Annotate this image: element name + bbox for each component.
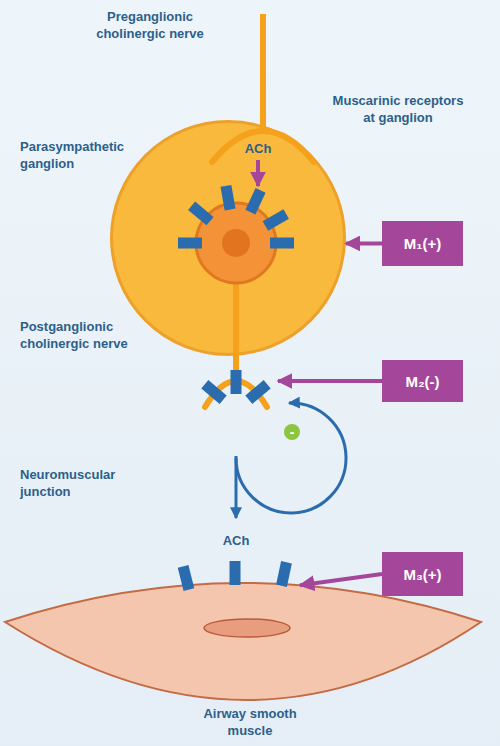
postganglionic-nerve xyxy=(233,250,239,383)
receptor-box: M₂(-) xyxy=(382,360,463,402)
ganglion-circle-outline xyxy=(110,120,346,356)
receptor-symbol xyxy=(276,561,292,587)
receptor-symbol xyxy=(230,561,241,585)
receptor-arrow xyxy=(300,574,382,585)
receptor-symbol xyxy=(188,201,213,225)
receptor-arrow xyxy=(346,242,382,246)
receptor-label: M₁(+) xyxy=(382,221,463,266)
nerve-terminal xyxy=(205,381,267,407)
ach-release-arrow xyxy=(235,456,238,518)
receptor-symbol xyxy=(245,380,270,404)
smooth-muscle-cell-outline xyxy=(5,578,483,703)
receptor-label: M₂(-) xyxy=(382,360,463,402)
receptor-symbol xyxy=(270,238,294,249)
junction-label: Neuromuscular junction xyxy=(20,466,140,500)
nerve-label: Postganglionic cholinergic nerve xyxy=(20,318,155,352)
preganglionic-nerve xyxy=(260,14,266,133)
ganglion-circle: Parasympathetic ganglionACh xyxy=(110,120,346,356)
node-heading: Parasympathetic ganglion xyxy=(20,138,145,172)
ach-release-arrow xyxy=(256,160,260,186)
receptor-symbol xyxy=(220,185,235,211)
nerve-label: Preganglionic cholinergic nerve xyxy=(80,8,220,42)
smooth-muscle-cell: Airway smooth muscle xyxy=(5,578,483,703)
inhibition-sign xyxy=(284,424,300,440)
receptor-arrow xyxy=(278,379,382,383)
node-heading: Airway smooth muscle xyxy=(190,705,310,739)
receptor-symbol xyxy=(201,380,226,404)
receptor-symbol xyxy=(178,565,194,591)
receptor-box: M₁(+) xyxy=(382,221,463,266)
ganglion-outline xyxy=(112,122,345,355)
receptor-box: M₃(+) xyxy=(382,552,463,596)
receptor-symbol xyxy=(245,188,265,214)
neuron-body xyxy=(196,203,276,283)
neuron-nucleus xyxy=(222,229,250,257)
transmitter-label: ACh xyxy=(233,140,283,157)
receptor-symbol xyxy=(263,209,289,231)
receptor-label: M₃(+) xyxy=(382,552,463,596)
sign-symbol: - xyxy=(284,424,300,440)
receptor-symbol xyxy=(231,370,242,394)
receptor-site-label: Muscarinic receptors at ganglion xyxy=(328,92,468,126)
feedback-loop xyxy=(236,403,346,513)
muscle-outline xyxy=(5,583,481,700)
nerve-terminal xyxy=(212,131,314,162)
muscle-nucleus xyxy=(204,619,290,637)
receptor-symbol xyxy=(178,238,202,249)
transmitter-label: ACh xyxy=(211,532,261,549)
